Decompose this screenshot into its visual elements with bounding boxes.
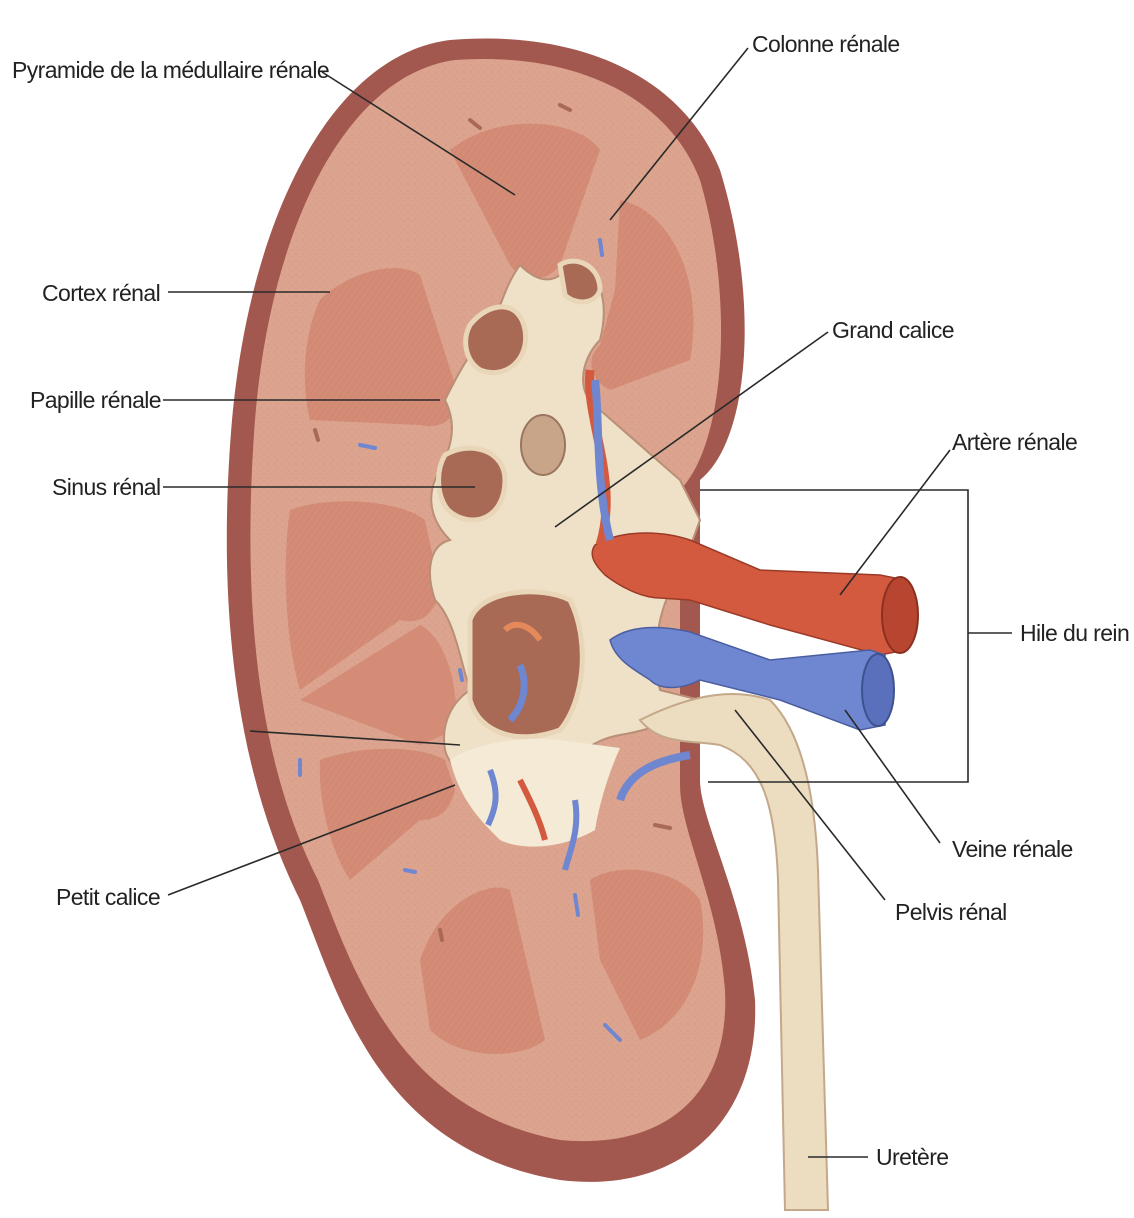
label-artere: Artère rénale bbox=[952, 429, 1077, 455]
label-veine: Veine rénale bbox=[952, 836, 1073, 862]
label-pelvis: Pelvis rénal bbox=[895, 899, 1007, 925]
label-hile: Hile du rein bbox=[1020, 620, 1129, 646]
sinus-opening bbox=[521, 415, 565, 475]
label-sinus: Sinus rénal bbox=[52, 474, 160, 500]
label-cortex: Cortex rénal bbox=[42, 280, 160, 306]
label-pyramide: Pyramide de la médullaire rénale bbox=[12, 57, 329, 83]
label-papille: Papille rénale bbox=[30, 387, 161, 413]
label-grand-calice: Grand calice bbox=[832, 317, 954, 343]
label-petit-calice: Petit calice bbox=[56, 884, 160, 910]
label-uretere: Uretère bbox=[876, 1144, 949, 1170]
label-colonne: Colonne rénale bbox=[752, 31, 900, 57]
